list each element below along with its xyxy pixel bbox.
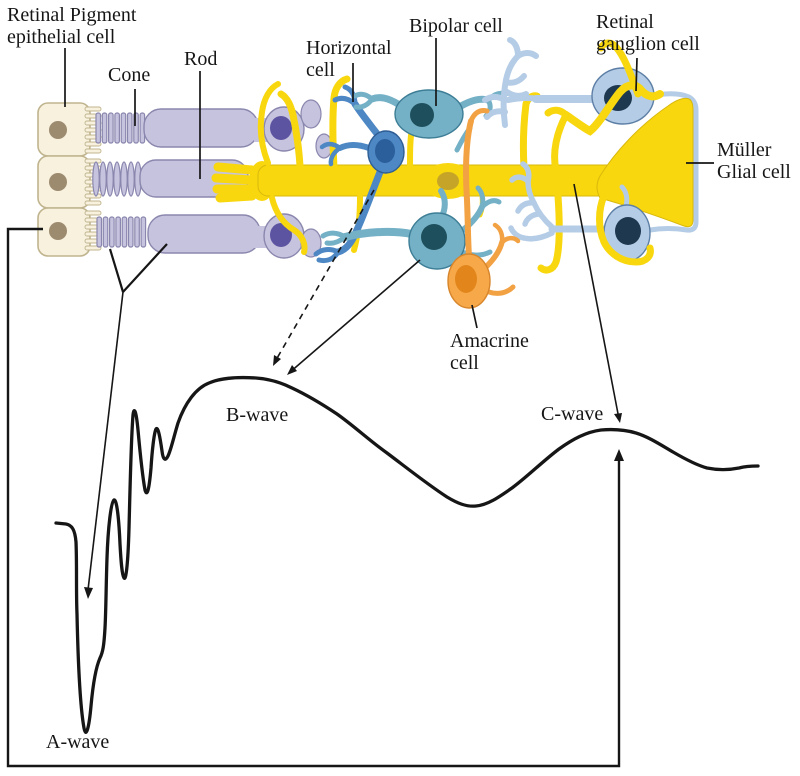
photoreceptor-row3: [96, 214, 272, 254]
bipolar-terminal-tree: [482, 37, 541, 128]
photoreceptor-nucleus: [270, 223, 292, 247]
photoreceptor-pedicle: [300, 99, 322, 129]
rod-label: Rod: [184, 48, 218, 70]
muller-nucleus: [437, 172, 459, 190]
rpe-feedback-loop: [6, 227, 624, 768]
erg-waveform-trace: [54, 375, 760, 734]
photoreceptor-to-a-wave-arrow: [84, 243, 168, 599]
b-wave-label: B-wave: [226, 404, 289, 426]
bipolar-cell-label: Bipolar cell: [409, 15, 503, 37]
ganglion-leader: [635, 57, 638, 92]
amacrine-leader: [471, 304, 478, 329]
bipolar-terminal-tree: [508, 161, 555, 242]
photoreceptor-nucleus: [270, 116, 292, 140]
ganglion-cell-2-shape: [603, 184, 651, 262]
amacrine-nucleus: [455, 265, 477, 293]
cone-label: Cone: [108, 64, 151, 86]
rpe-cell-group: [37, 102, 102, 257]
dashed-arrow-to-b-wave: [273, 189, 375, 366]
amacrine-cell-shape: [447, 108, 521, 309]
bipolar-cell-2-shape: [320, 161, 610, 270]
bipolar-nucleus: [410, 103, 434, 127]
muller-overlay-strands: [562, 39, 664, 266]
horizontal-cell-nucleus: [375, 139, 395, 163]
a-wave-label: A-wave: [46, 731, 110, 753]
ganglion-cell-label: Retinal ganglion cell: [596, 11, 700, 55]
photoreceptor-cone: [95, 108, 272, 148]
amacrine-cell-label: Amacrine cell: [450, 330, 529, 374]
ganglion-nucleus: [615, 217, 641, 245]
horizontal-cell-label: Horizontal cell: [306, 37, 392, 81]
bipolar-nucleus: [421, 224, 447, 250]
bipolar-to-b-wave-arrow: [287, 259, 421, 375]
rpe-cell-label: Retinal Pigment epithelial cell: [7, 4, 137, 48]
rpe-nucleus: [49, 121, 67, 139]
rpe-nucleus: [49, 173, 67, 191]
label-leader-lines: [64, 38, 714, 329]
muller-to-c-wave-arrow: [573, 183, 622, 423]
muller-cell-label: Müller Glial cell: [717, 139, 791, 183]
rpe-nucleus: [49, 222, 67, 240]
c-wave-label: C-wave: [541, 403, 604, 425]
ganglion-axon: [645, 91, 699, 233]
